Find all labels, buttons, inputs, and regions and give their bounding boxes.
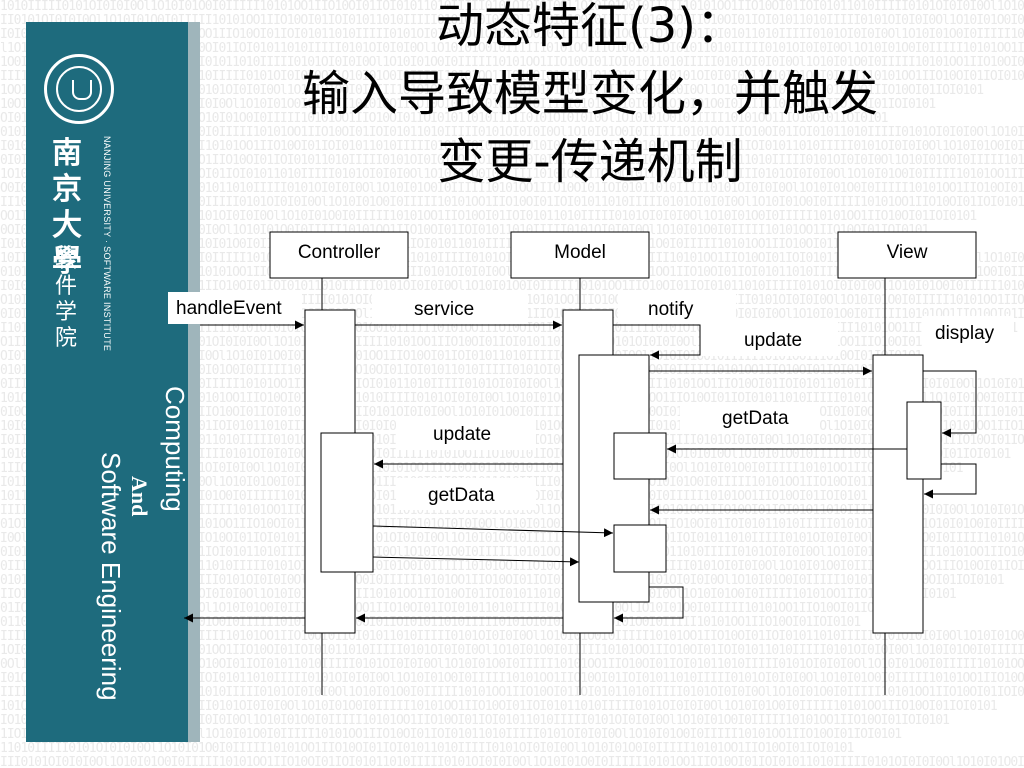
lifeline-label-view: View [887, 242, 928, 263]
lifeline-model: Model [510, 231, 650, 279]
activation-model-getdata-2 [613, 524, 667, 573]
message-label-getdata-view: getData [722, 408, 789, 429]
title-line-1: 动态特征(3)： [436, 0, 744, 54]
message-display: display [923, 323, 995, 499]
lifeline-controller: Controller [269, 231, 409, 279]
message-notify: notify [613, 299, 701, 360]
title-line-3: 变更-传递机制 [437, 134, 743, 190]
message-label-handleevent: handleEvent [176, 298, 282, 319]
lifeline-label-controller: Controller [298, 242, 381, 263]
return-arrows [184, 586, 684, 623]
message-update-controller: update [374, 424, 563, 469]
university-name: 南京大學 [52, 136, 82, 279]
sidebar-shadow [188, 22, 200, 742]
message-getdata-view: getData [650, 408, 907, 515]
activation-view-display [906, 401, 942, 480]
message-service: service [355, 299, 562, 330]
message-label-update-controller: update [433, 424, 491, 445]
message-update-view: update [649, 330, 872, 376]
message-label-service: service [414, 299, 474, 320]
message-getdata-controller: getData [372, 485, 614, 567]
sidebar-banner [26, 22, 188, 742]
slide-title: 动态特征(3)： 输入导致模型变化，并触发 变更-传递机制 [200, 0, 980, 196]
institute-name: 软件学院 [55, 248, 78, 351]
activation-model-getdata-1 [613, 432, 667, 480]
university-seal-icon [44, 54, 114, 124]
message-label-getdata-controller: getData [428, 485, 495, 506]
message-label-display: display [935, 323, 995, 344]
seal-shield-icon [72, 80, 92, 100]
message-handleevent: handleEvent [176, 298, 304, 330]
message-label-notify: notify [648, 299, 694, 320]
lifeline-label-model: Model [554, 242, 606, 263]
activation-view-main [872, 354, 924, 634]
seal-inner-ring [56, 66, 102, 112]
lifeline-view: View [837, 231, 977, 279]
activation-controller-update [320, 432, 374, 573]
title-line-2: 输入导致模型变化，并触发 [301, 66, 878, 122]
message-label-update-view: update [744, 330, 802, 351]
